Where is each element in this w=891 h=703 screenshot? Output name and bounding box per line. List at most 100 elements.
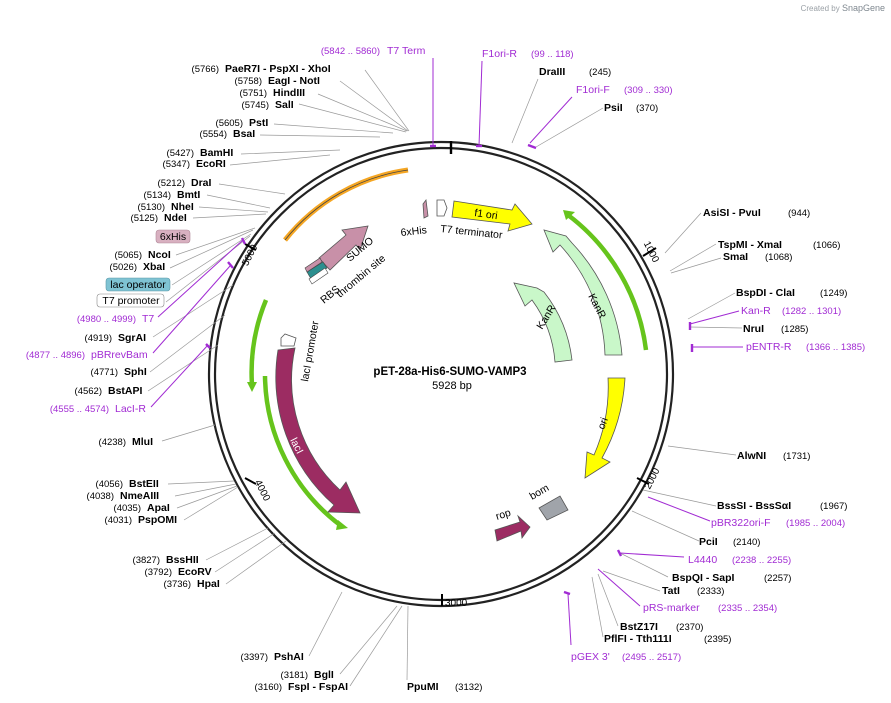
- snapgene-logo: SnapGene: [841, 3, 885, 13]
- plasmid-length: 5928 bp: [432, 380, 472, 392]
- his-block: [304, 257, 323, 273]
- site-tati: TatI: [662, 585, 680, 597]
- site-pvui: AsiSI - PvuI: [703, 207, 761, 219]
- tick-mark-5000: [244, 243, 257, 251]
- site-sapi: BspQI - SapI: [672, 572, 735, 584]
- site-nhei: NheI: [171, 201, 194, 213]
- line-nhei: [198, 206, 269, 213]
- site-xmai: TspMI - XmaI: [718, 239, 782, 251]
- site-xhoi: PaeR7I - PspXI - XhoI: [225, 63, 331, 75]
- line-bsshii: [205, 527, 269, 561]
- line-prs-marker: [597, 568, 641, 607]
- line-l4440: [619, 552, 685, 558]
- line-bamhi: [240, 149, 341, 155]
- line-bstapi: [147, 344, 219, 392]
- callout-lines-right: [511, 78, 743, 638]
- primer-pos-pbr322ori-f: (1985 .. 2004): [786, 518, 845, 529]
- line-laci-r: [150, 344, 209, 408]
- kanr-arc-head: [563, 210, 575, 220]
- primer-pos-prs-marker: (2335 .. 2354): [718, 603, 777, 614]
- site-pos-alwni: (1731): [783, 451, 810, 462]
- line-draiii: [511, 78, 539, 144]
- site-bamhi: BamHI: [200, 147, 233, 159]
- site-ncoi: NcoI: [148, 249, 171, 261]
- line-pflfi: [591, 576, 604, 638]
- line-psii: [535, 107, 604, 148]
- site-pos-ecorv: (3792): [145, 567, 172, 578]
- site-pos-psti: (5605): [216, 118, 243, 129]
- site-pspomi: PspOMI: [138, 514, 177, 526]
- line-xmai: [669, 243, 717, 272]
- site-xbai: XbaI: [143, 261, 165, 273]
- site-ndei: NdeI: [164, 212, 187, 224]
- site-pos-sgrai: (4919): [85, 333, 112, 344]
- sumo-arrow: [318, 225, 369, 271]
- site-pos-pshai: (3397): [241, 652, 268, 663]
- callout-lines-left: [147, 69, 410, 687]
- line-xhoi: [364, 69, 410, 132]
- credit-prefix: Created by: [800, 4, 840, 13]
- lac-operator-text: lac operator: [110, 279, 166, 291]
- line-bsteii: [167, 480, 235, 485]
- kanr-arc: [566, 213, 649, 351]
- tick-mark-4000: [244, 477, 257, 485]
- line-f1ori-r: [478, 60, 483, 147]
- his-badge: [155, 229, 191, 244]
- mark-f1ori-f: [527, 143, 537, 150]
- mark-l4440: [616, 549, 623, 557]
- line-pspomi: [183, 486, 239, 521]
- site-pshai: PshAI: [274, 651, 304, 663]
- line-t7-promoter: [165, 235, 251, 303]
- line-f1ori-f: [529, 96, 573, 144]
- site-pos-bgli: (3181): [281, 670, 308, 681]
- tick-4000: 4000: [252, 478, 272, 503]
- site-pos-sapi: (2257): [764, 573, 791, 584]
- primer-kan-r: Kan-R: [741, 305, 771, 317]
- line-nrui: [689, 326, 743, 329]
- primer-t7: T7: [142, 313, 154, 325]
- lac-operator-badge: [105, 277, 171, 292]
- site-ecori: EcoRI: [196, 158, 226, 170]
- bom-box: [538, 495, 569, 521]
- site-sphi: SphI: [124, 366, 147, 378]
- line-hpai: [225, 540, 287, 585]
- site-bsssi: BssSI - BssSαI: [717, 500, 791, 512]
- line-ecori: [229, 154, 331, 166]
- tick-mark-2000: [636, 477, 650, 485]
- site-pos-mlui: (4238): [99, 437, 126, 448]
- lac-operator-block: [306, 261, 328, 280]
- primer-lines: [150, 58, 743, 646]
- site-bgli: BglI: [314, 669, 334, 681]
- line-ecorv: [214, 532, 276, 573]
- site-hpai: HpaI: [197, 578, 220, 590]
- site-pos-psii: (370): [636, 103, 658, 114]
- tick-3000: 3000: [445, 598, 468, 609]
- site-psti: PstI: [249, 117, 268, 129]
- site-pos-xmai: (1066): [813, 240, 840, 251]
- promoter-cluster: [304, 257, 329, 285]
- primer-laci-r: LacI-R: [115, 403, 146, 415]
- primer-pbr322ori-f: pBR322ori-F: [711, 517, 771, 529]
- site-clai: BspDI - ClaI: [736, 287, 795, 299]
- thrombin-label: thrombin site: [334, 252, 388, 300]
- site-pflfi: PflFI - Tth111I: [604, 633, 672, 645]
- site-bstz17i: BstZ17I: [620, 621, 658, 633]
- site-pos-draiii: (245): [589, 67, 611, 78]
- kanr-arrow-2: [513, 282, 573, 363]
- site-pos-bsteii: (4056): [96, 479, 123, 490]
- t7-promoter-text: T7 promoter: [102, 295, 160, 307]
- primer-pbrrevbam: pBRrevBam: [91, 349, 148, 361]
- line-pbr322ori-f: [647, 496, 711, 522]
- site-nmeaiii: NmeAIII: [120, 490, 159, 502]
- mark-laci-r: [205, 343, 211, 349]
- site-pos-clai: (1249): [820, 288, 847, 299]
- site-pos-ppumi: (3132): [455, 682, 482, 693]
- line-apai: [176, 485, 238, 509]
- kanr-arrow-1: [543, 229, 623, 356]
- primer-pgex3: pGEX 3': [571, 651, 610, 663]
- primer-f1ori-f: F1ori-F: [576, 84, 610, 96]
- line-sali: [298, 103, 407, 133]
- line-pvui: [664, 212, 702, 254]
- line-pshai: [308, 591, 343, 657]
- ori-arrow: [584, 377, 626, 479]
